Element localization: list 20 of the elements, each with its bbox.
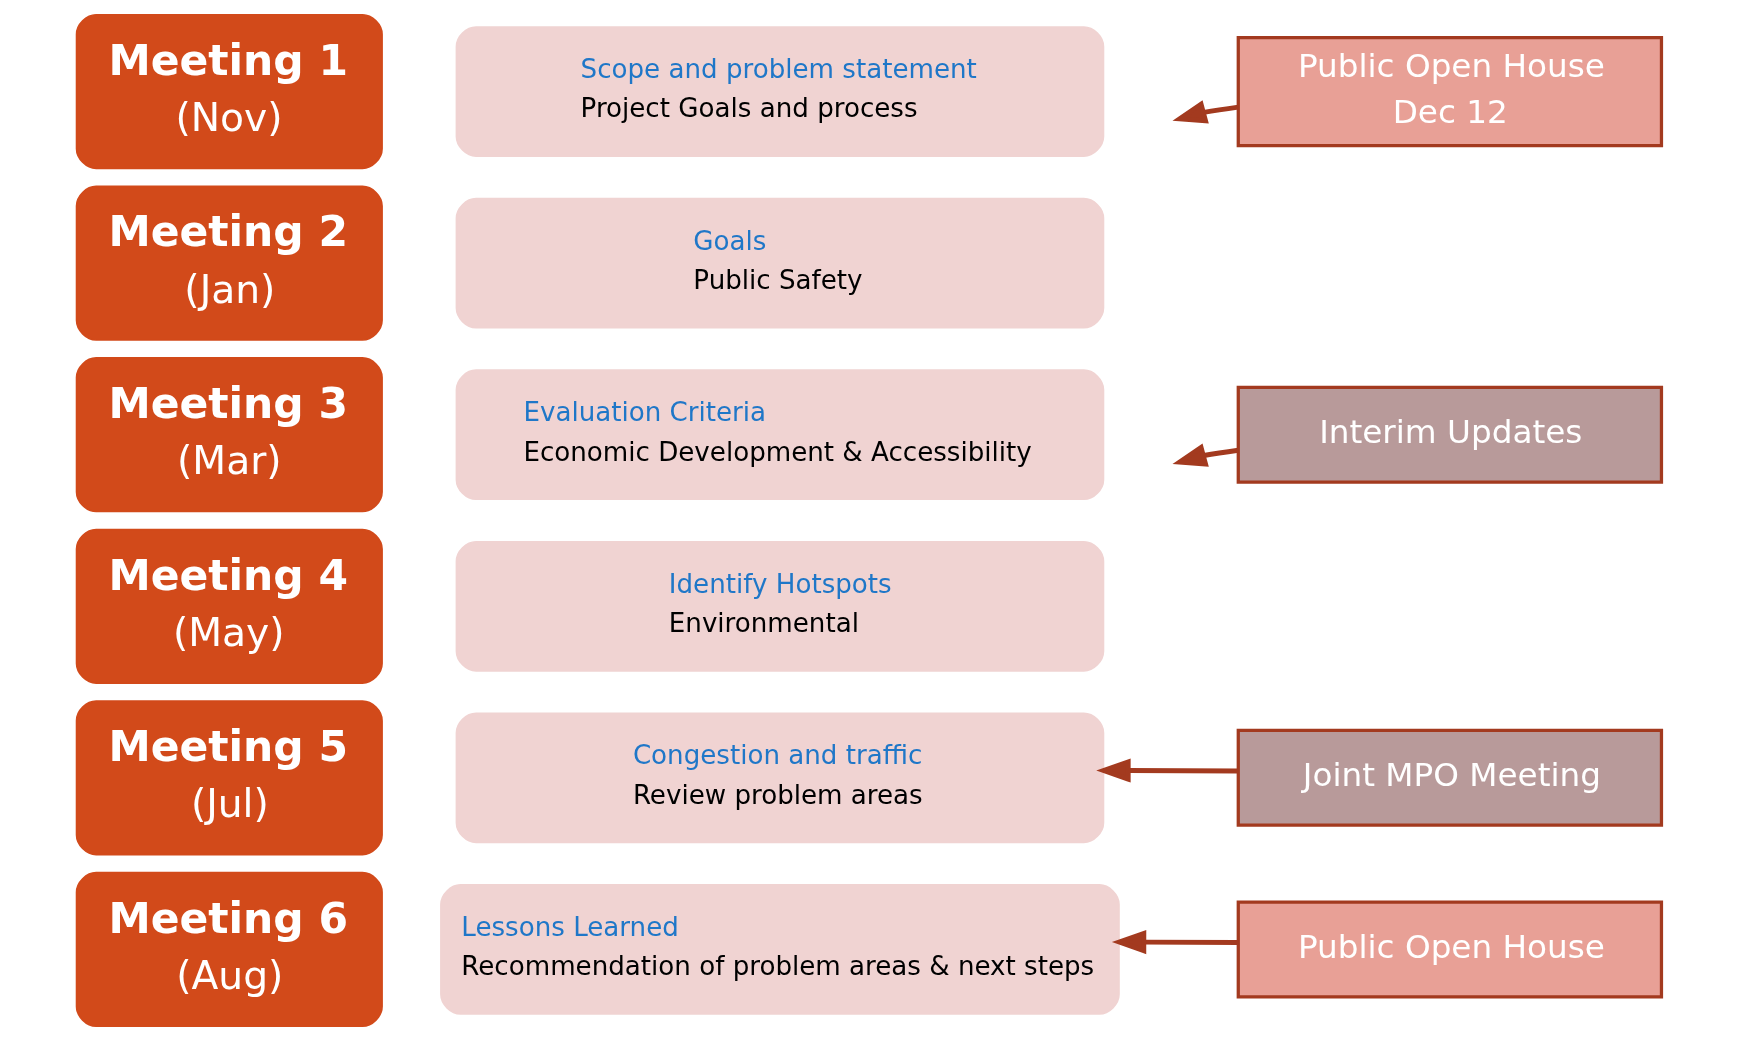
node-box: Meeting 1 (Nov) — [75, 13, 383, 170]
node-box: Meeting 6 (Aug) — [75, 871, 383, 1028]
node-box: Congestion and traffic Review problem areas — [455, 712, 1105, 844]
node-box: Evaluation Criteria Economic Development & Accessibility — [455, 369, 1105, 501]
arrow — [1172, 100, 1239, 124]
node-box: Joint MPO Meeting — [1236, 728, 1664, 827]
node-box: Identify Hotspots Environmental — [455, 540, 1105, 672]
arrow — [1111, 930, 1239, 955]
node-box: Interim Updates — [1236, 385, 1664, 484]
node-box: Meeting 3 (Mar) — [75, 357, 383, 513]
node-box: Public Open House Dec 12 — [1236, 36, 1664, 148]
arrow — [1172, 443, 1239, 467]
node-box: Meeting 5 (Jul) — [75, 700, 383, 856]
node-box: Meeting 2 (Jan) — [75, 185, 383, 341]
node-box: Goals Public Safety — [455, 197, 1105, 329]
node-box: Meeting 4 (May) — [75, 528, 383, 684]
node-box: Public Open House — [1236, 900, 1664, 999]
arrow — [1096, 758, 1238, 783]
node-box: Lessons Learned Recommendation of problem areas & next steps — [440, 884, 1120, 1015]
node-box: Scope and problem statement Project Goals and process — [455, 26, 1105, 157]
